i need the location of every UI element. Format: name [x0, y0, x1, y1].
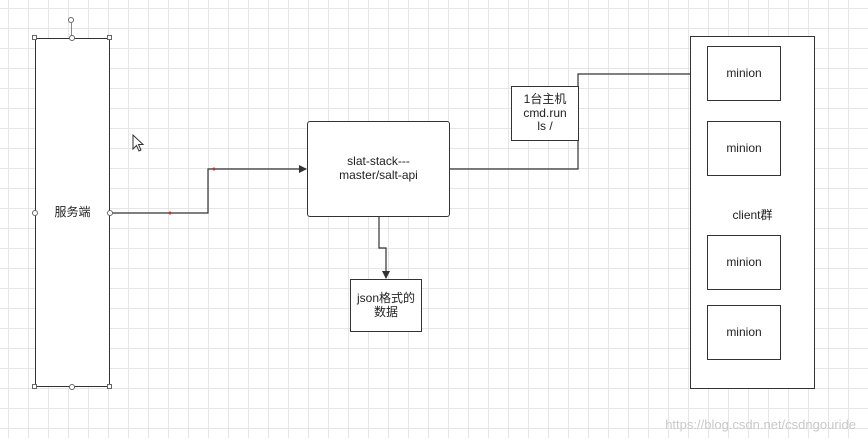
minion-box[interactable]: minion [707, 305, 781, 360]
resize-handle-s[interactable] [69, 384, 75, 390]
minion-box[interactable]: minion [707, 121, 781, 176]
api-box[interactable]: slat-stack--- master/salt-api [307, 121, 450, 217]
command-box-line3: ls / [537, 119, 553, 134]
resize-handle-w[interactable] [32, 210, 38, 216]
resize-handle-e[interactable] [107, 210, 113, 216]
json-box-line1: json格式的 [356, 290, 415, 305]
minion-box[interactable]: minion [707, 235, 781, 290]
resize-handle-n[interactable] [69, 35, 75, 41]
json-data-box[interactable]: json格式的 数据 [350, 279, 422, 332]
command-box[interactable]: 1台主机 cmd.run ls / [511, 86, 579, 141]
server-box[interactable]: 服务端 [35, 38, 110, 387]
arrow-server-to-api [110, 165, 307, 214]
client-group-label: client群 [732, 208, 773, 222]
command-box-line1: 1台主机 [523, 91, 567, 106]
json-box-line2: 数据 [373, 304, 398, 319]
api-box-line1: slat-stack--- [347, 154, 410, 169]
rotate-handle-stem [71, 23, 72, 38]
minion-label: minion [726, 65, 762, 80]
rotate-handle[interactable] [68, 17, 74, 23]
resize-handle-sw[interactable] [32, 384, 37, 389]
api-box-line2: master/salt-api [339, 168, 418, 182]
minion-box[interactable]: minion [707, 46, 781, 101]
command-box-line2: cmd.run [523, 105, 567, 120]
minion-label: minion [726, 324, 762, 339]
minion-label: minion [726, 140, 762, 155]
resize-handle-ne[interactable] [107, 35, 112, 40]
server-label: 服务端 [54, 204, 91, 219]
resize-handle-se[interactable] [107, 384, 112, 389]
arrow-api-to-json [378, 217, 390, 279]
minion-label: minion [726, 254, 762, 269]
watermark: https://blog.csdn.net/csdngouride [665, 417, 856, 432]
mouse-pointer-icon [132, 134, 145, 152]
resize-handle-nw[interactable] [32, 35, 37, 40]
